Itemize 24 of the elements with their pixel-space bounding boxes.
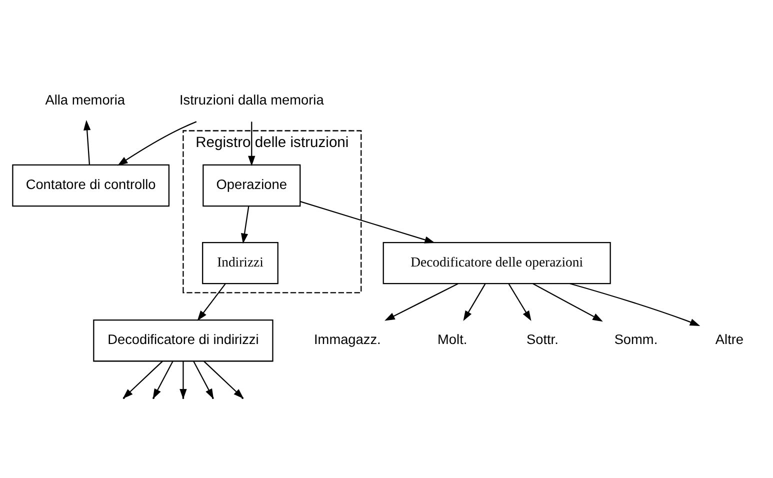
node-box: Decodificatore di indirizzi [93, 319, 274, 362]
arrow [384, 282, 458, 320]
arrow [570, 282, 700, 326]
node-text: Sottr. [526, 332, 558, 347]
arrow [83, 119, 91, 164]
node-text: Somm. [614, 332, 658, 347]
arrow [197, 283, 226, 320]
arrow [248, 121, 256, 166]
arrow [300, 200, 435, 243]
arrow [152, 360, 174, 399]
node-text: Altre [715, 332, 744, 347]
arrow [532, 282, 603, 322]
node-box: Decodificatore delle operazioni [382, 241, 611, 284]
node-text: Istruzioni dalla memoria [179, 92, 324, 108]
node-box: Indirizzi [202, 241, 278, 284]
arrow [463, 283, 486, 321]
arrow [240, 206, 250, 244]
arrow [508, 283, 532, 321]
node-box: Contatore di controllo [12, 164, 170, 206]
arrow [117, 120, 197, 166]
node-box: Operazione [202, 164, 301, 206]
node-text: Immagazz. [314, 332, 381, 347]
node-text: Molt. [438, 332, 468, 347]
node-text: Alla memoria [45, 92, 126, 108]
